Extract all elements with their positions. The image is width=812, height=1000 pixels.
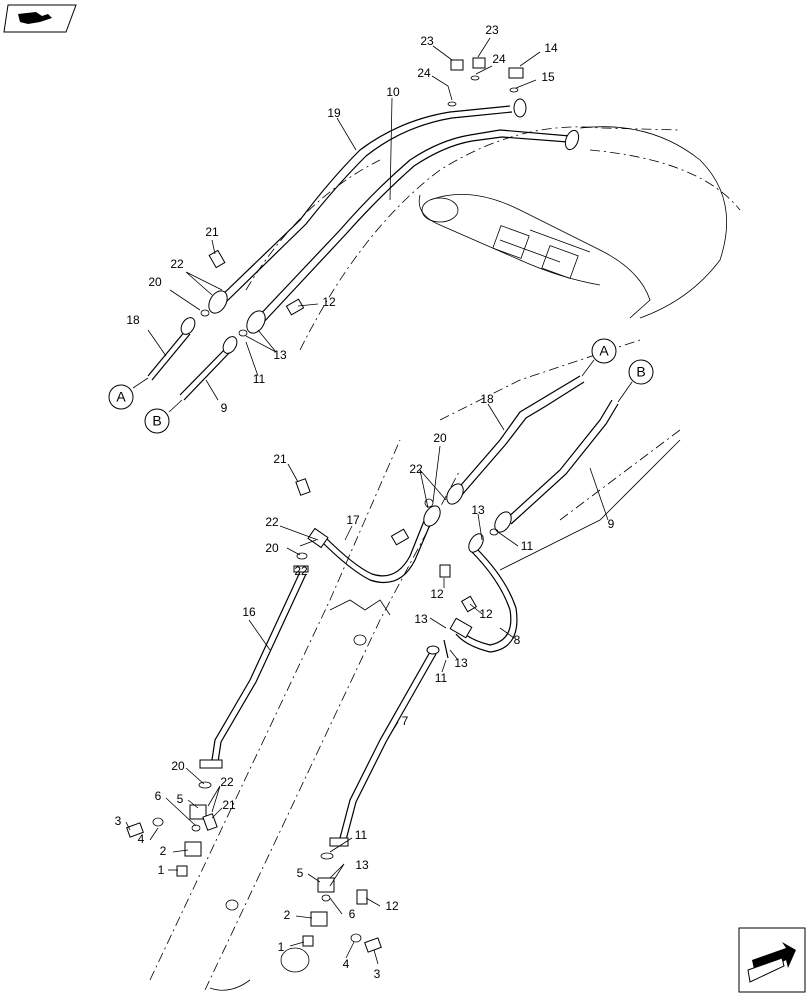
callout-10: 10 xyxy=(386,85,400,99)
callout-21: 21 xyxy=(273,452,287,466)
tube-7 xyxy=(329,645,440,847)
ref-B-bottom: B xyxy=(617,359,654,403)
callout-23: 23 xyxy=(420,34,434,48)
callout-12: 12 xyxy=(479,607,493,621)
tube-10 xyxy=(254,129,571,325)
callout-13: 13 xyxy=(454,656,468,670)
tube-18-lower xyxy=(446,375,585,505)
callout-2: 2 xyxy=(284,908,291,922)
tube-18-top xyxy=(147,317,196,381)
top-bolts xyxy=(208,57,524,316)
callout-18: 18 xyxy=(126,313,140,327)
tube-9-top xyxy=(179,336,238,401)
callout-8: 8 xyxy=(514,633,521,647)
callout-20: 20 xyxy=(148,275,162,289)
upper-boom-outline xyxy=(245,126,741,351)
callout-11: 11 xyxy=(521,539,534,553)
svg-text:A: A xyxy=(599,343,609,359)
callout-13: 13 xyxy=(355,858,369,872)
callout-13: 13 xyxy=(273,348,287,362)
callout-20: 20 xyxy=(433,431,447,445)
tube-9-lower xyxy=(494,399,619,533)
callout-2: 2 xyxy=(160,844,167,858)
callout-6: 6 xyxy=(155,789,162,803)
callout-20: 20 xyxy=(171,759,185,773)
callout-12: 12 xyxy=(385,899,399,913)
book-arrow-icon[interactable] xyxy=(3,4,77,33)
callout-22: 22 xyxy=(170,257,184,271)
lower-boom-outline xyxy=(149,339,681,991)
ref-A-top: A xyxy=(108,377,149,410)
callout-22: 22 xyxy=(409,462,423,476)
callout-4: 4 xyxy=(343,957,350,971)
callout-15: 15 xyxy=(541,70,555,84)
callout-7: 7 xyxy=(402,714,409,728)
callout-1: 1 xyxy=(278,940,285,954)
callout-22: 22 xyxy=(220,775,234,789)
callout-22: 22 xyxy=(294,564,308,578)
hose-8 xyxy=(455,533,518,653)
lower-fittings xyxy=(126,478,499,953)
callout-21: 21 xyxy=(205,225,219,239)
callout-12: 12 xyxy=(322,295,336,309)
next-page-arrow-icon[interactable] xyxy=(738,927,806,993)
tube-19 xyxy=(216,105,513,305)
svg-text:B: B xyxy=(152,413,161,429)
ref-A-bottom: A xyxy=(581,338,617,377)
callout-17: 17 xyxy=(346,513,360,527)
callout-18: 18 xyxy=(480,392,494,406)
callout-11: 11 xyxy=(253,372,266,386)
callout-9: 9 xyxy=(221,401,228,415)
callout-3: 3 xyxy=(374,967,381,981)
callout-24: 24 xyxy=(417,66,431,80)
callout-19: 19 xyxy=(327,106,341,120)
callout-5: 5 xyxy=(177,792,184,806)
svg-text:A: A xyxy=(116,389,126,405)
flange-top-left xyxy=(208,98,580,334)
callout-20: 20 xyxy=(265,541,279,555)
callout-13: 13 xyxy=(471,503,485,517)
ref-B-top: B xyxy=(144,399,183,434)
callout-labels: 23 23 14 24 24 15 10 19 21 22 20 12 13 1… xyxy=(115,23,615,981)
callout-23: 23 xyxy=(485,23,499,37)
callout-9: 9 xyxy=(608,517,615,531)
callout-5: 5 xyxy=(297,866,304,880)
callout-24: 24 xyxy=(492,52,506,66)
tube-17 xyxy=(307,505,441,584)
svg-text:B: B xyxy=(636,364,645,380)
callout-13: 13 xyxy=(414,612,428,626)
callout-3: 3 xyxy=(115,814,122,828)
callout-1: 1 xyxy=(158,863,165,877)
callout-21: 21 xyxy=(222,798,236,812)
tube-16 xyxy=(199,565,309,769)
leader-lines xyxy=(125,37,609,965)
callout-14: 14 xyxy=(544,41,558,55)
callout-12: 12 xyxy=(430,587,444,601)
callout-6: 6 xyxy=(349,907,356,921)
callout-11: 11 xyxy=(435,671,448,685)
callout-4: 4 xyxy=(138,832,145,846)
callout-11: 11 xyxy=(355,828,368,842)
callout-22: 22 xyxy=(265,515,279,529)
callout-16: 16 xyxy=(242,605,256,619)
